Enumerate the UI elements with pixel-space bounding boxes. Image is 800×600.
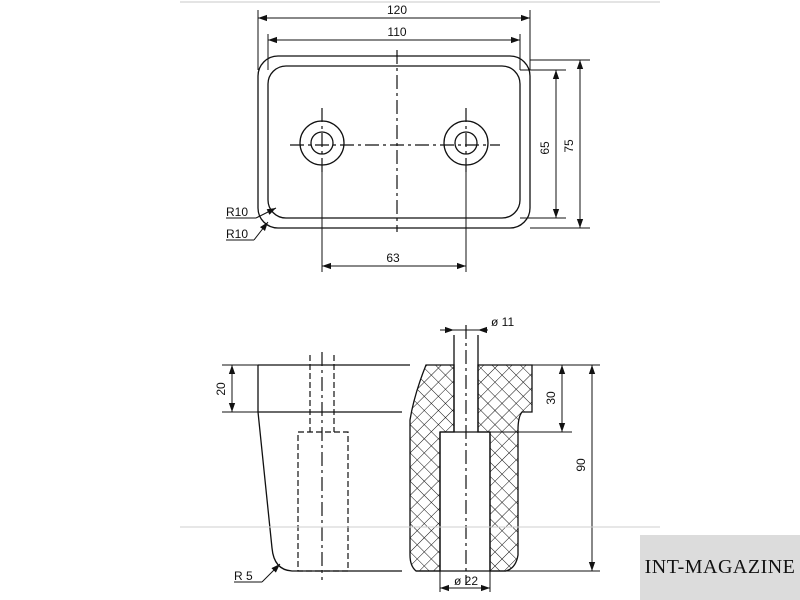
radius-leader-bottom: R 5	[234, 563, 281, 583]
dim-text-110: 110	[387, 25, 406, 39]
dim-text-75: 75	[562, 139, 576, 153]
dim-text-20: 20	[214, 382, 228, 396]
hidden-bore	[297, 431, 349, 572]
section-hatch-left	[409, 364, 455, 572]
dim-text-90: 90	[574, 458, 588, 472]
dimension-flange-height: 20	[214, 364, 258, 413]
top-view: 120 110 63 65 75	[226, 3, 590, 272]
dim-text-r10-inner: R10	[226, 205, 248, 219]
dimension-bore-diameter: ø 22	[439, 571, 491, 592]
outer-outline	[257, 55, 531, 229]
dimension-insert-depth: 30	[490, 364, 600, 433]
side-outline-left	[257, 365, 402, 572]
dimension-overall-height: 75	[530, 59, 590, 229]
dimension-hole-diameter: ø 11	[440, 315, 514, 334]
dimension-hole-spacing: 63	[321, 170, 467, 272]
section-hatch-right	[477, 364, 533, 572]
dim-text-30: 30	[544, 391, 558, 405]
dim-text-d22: ø 22	[454, 574, 478, 588]
dim-text-63: 63	[386, 251, 400, 265]
dim-text-r5: R 5	[234, 569, 253, 583]
watermark: INT-MAGAZINE	[640, 535, 800, 600]
dimension-inner-width: 110	[267, 25, 521, 70]
dim-text-65: 65	[538, 141, 552, 155]
dim-text-r10-outer: R10	[226, 227, 248, 241]
radius-leader-inner: R10	[226, 205, 277, 219]
dimension-inner-height: 65	[520, 69, 566, 219]
dimension-overall-width: 120	[257, 3, 531, 70]
watermark-text: INT-MAGAZINE	[644, 556, 796, 578]
dim-text-120: 120	[387, 3, 407, 17]
side-view: 20 30 90 ø 11 ø 22	[214, 315, 600, 592]
dim-text-d11: ø 11	[491, 315, 514, 329]
dimension-total-height: 90	[506, 365, 600, 572]
radius-leader-outer: R10	[226, 221, 269, 241]
inner-outline	[267, 65, 521, 219]
